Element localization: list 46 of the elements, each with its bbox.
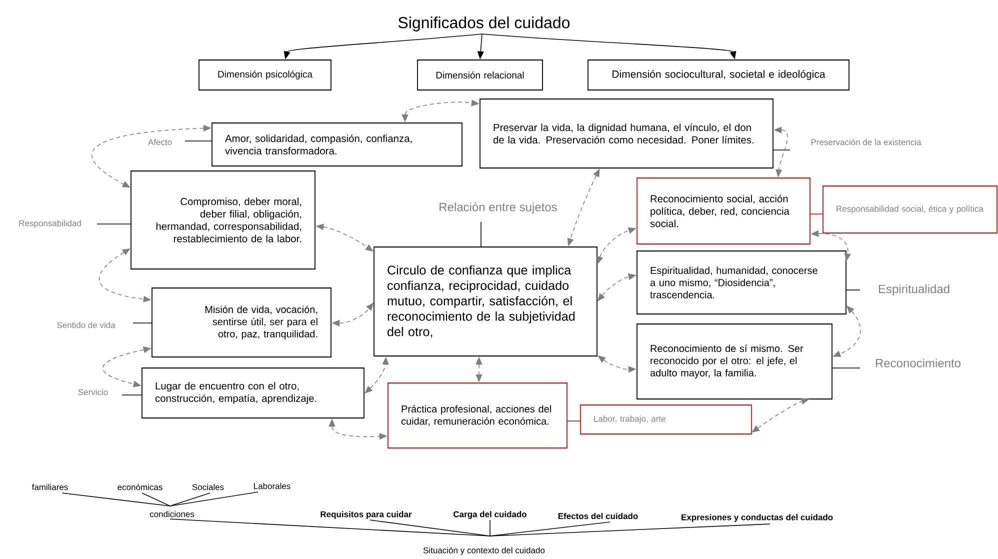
text-box: Circulo de confianza que implica confianza, reciprocidad, cuidado mutuo, compartir, satisfacción, el reconocimiento de la subjetividad del otro, [374,246,598,356]
tree-label: económicas [118,484,162,490]
category-label: Afecto [148,138,172,146]
text-box: Misión de vida, vocación, sentirse útil, ser para el otro, paz, tranquilidad. [152,288,332,358]
heading-text: Significados del cuidado [398,16,570,32]
connector-line [142,492,170,506]
category-label: Servicio [78,388,108,396]
text-box: Compromiso, deber moral, deber filial, obligación, hermandad, corresponsabilidad, restablecimiento de la labor. [130,170,316,270]
connector-line [122,394,142,396]
tree-label: Situación y contexto del cuidado [423,546,545,555]
connector-line [170,492,210,506]
tree-label: Requisitos para cuidar [320,511,412,519]
connector-line [62,492,170,506]
connector-line [566,420,582,422]
tree-label: Sociales [192,484,224,490]
connector-line [370,520,490,536]
dimension-box: Dimensión sociocultural, societal e ideológica [588,60,850,90]
text-box: Reconocimiento social, acción política, deber, red, conciencia social. [636,178,810,244]
category-label: Responsabilidad [19,220,81,228]
text-box: Amor, solidaridad, compasión, confianza, vivencia transformadora. [212,122,462,166]
connector-line [184,140,212,142]
category-label: Sentido de vida [57,322,116,328]
text-box: Lugar de encuentro con el otro, construcción, empatía, aprendizaje. [142,368,364,418]
tree-label: condiciones [150,510,194,518]
tree-label: Expresiones y conductas del cuidado [682,514,833,522]
tree-label: familiares [32,484,68,490]
dimension-box: Dimensión relacional [417,60,543,90]
category-label: Espiritualidad [878,284,950,296]
connector-line [132,322,152,324]
tree-label: Laborales [254,482,290,490]
category-label: Relación entre sujetos [440,202,557,214]
category-label: Reconocimiento [876,358,960,368]
text-box: Reconocimiento de sí mismo. Ser reconocido por el otro: el jefe, el adulto mayor, la familia. [636,324,832,400]
text-box: Práctica profesional, acciones del cuidar, remuneración económica. [388,382,568,448]
dimension-box: Dimensión psicológica [198,60,332,90]
tree-label: Efectos del cuidado [558,512,638,520]
tree-label: Carga del cuidado [454,511,526,519]
connector-line [480,222,482,248]
category-box: Responsabilidad social, ética y política [822,186,998,234]
text-box: Preservar la vida, la dignidad humana, el vínculo, el don de la vida. Preservación como necesidad. Poner límites. [480,98,774,168]
connector-line [170,518,490,536]
connector-line [490,524,770,536]
category-label: Preservación de la existencia [811,138,922,146]
connector-line [170,492,258,506]
category-box: Labor, trabajo, arte [580,404,752,434]
text-box: Espiritualidad, humanidad, conocerse a uno mismo, “Diosidencia”, trascendencia. [636,250,846,314]
